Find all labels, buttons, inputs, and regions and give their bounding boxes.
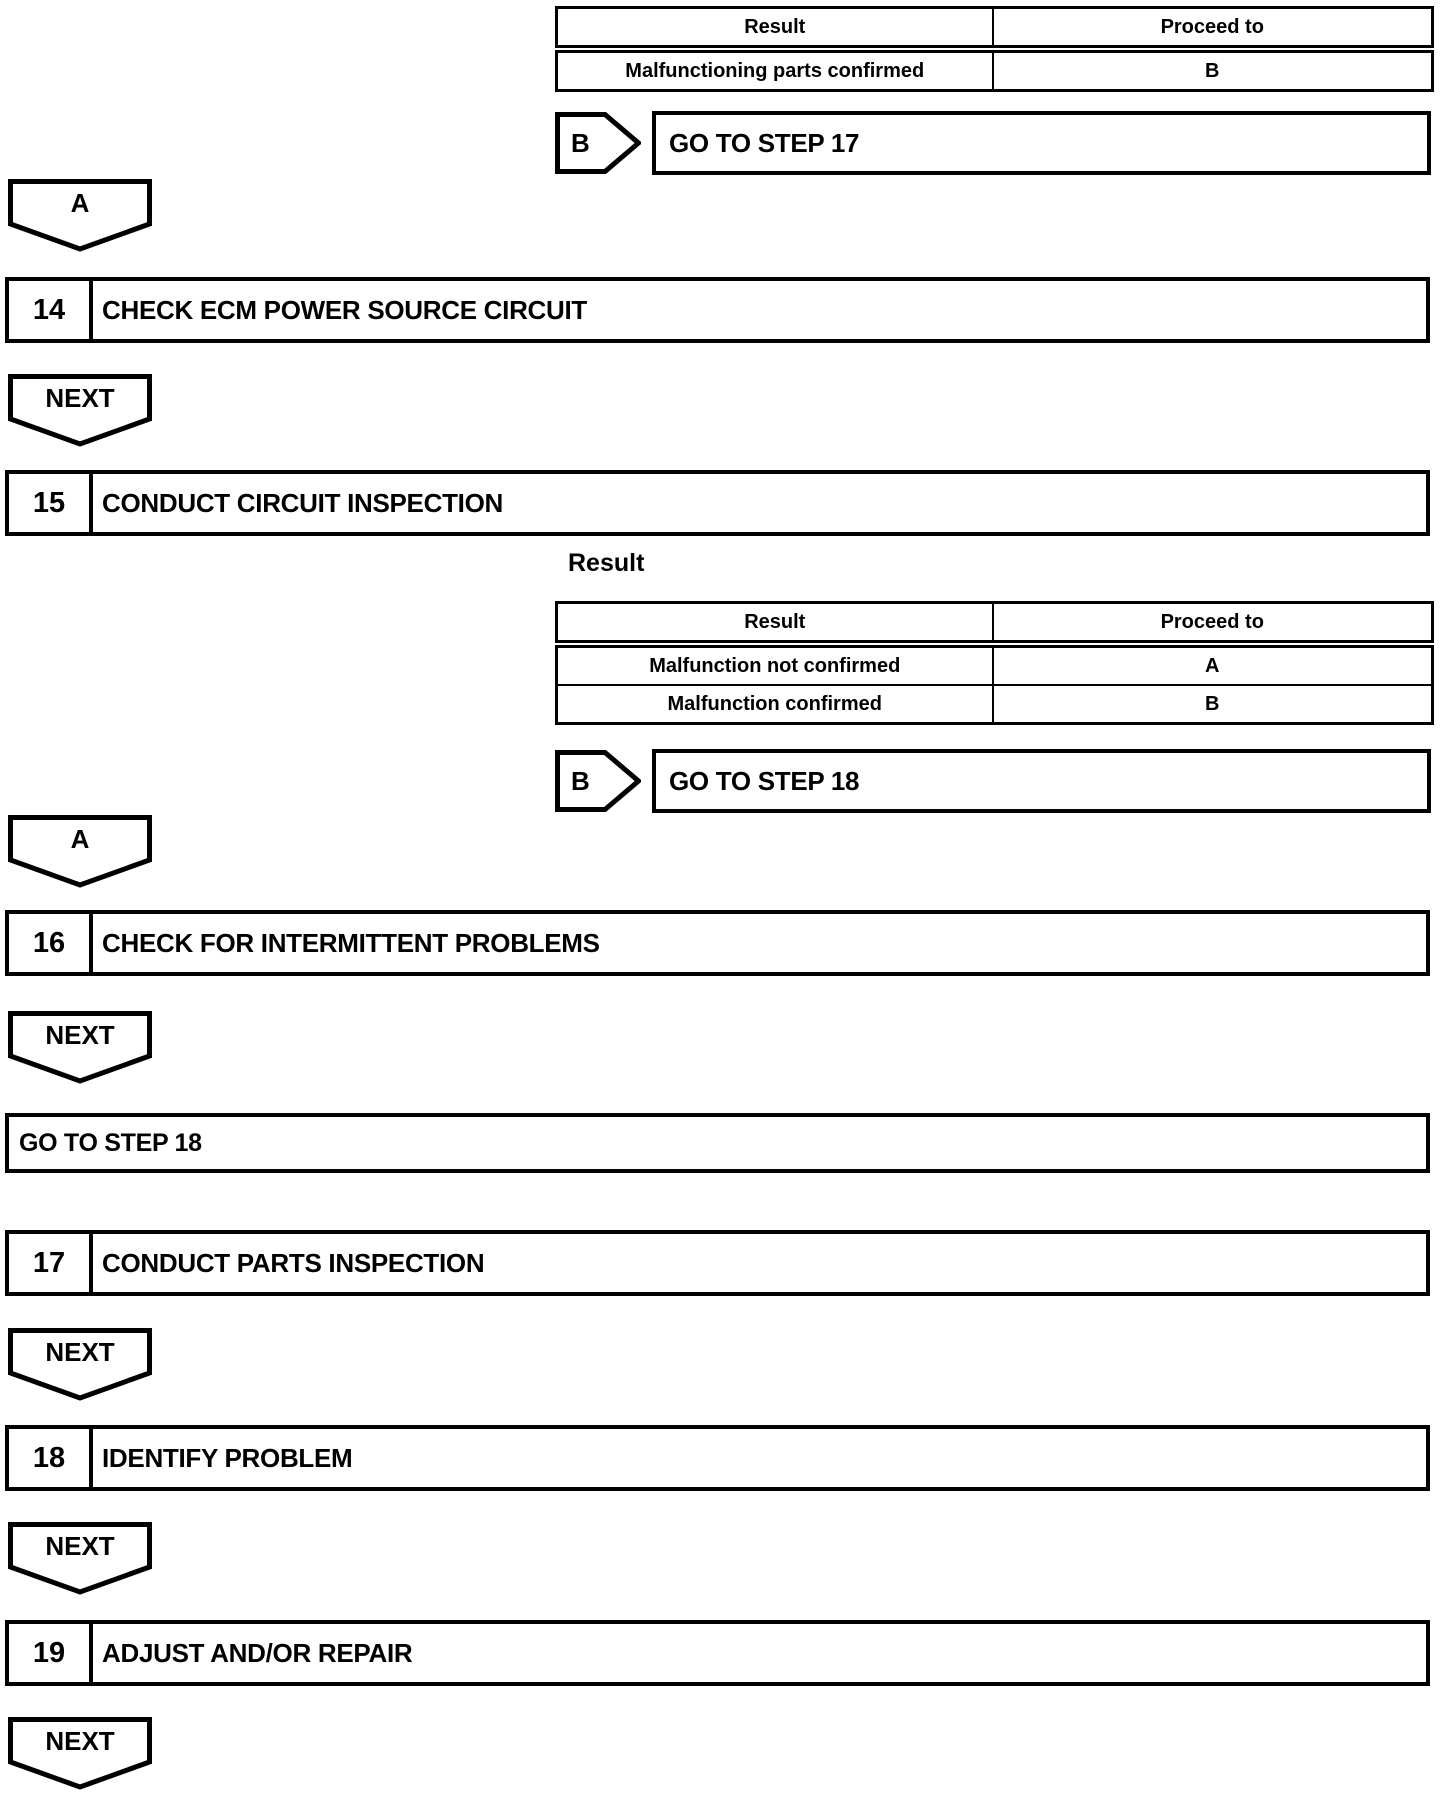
goto-step-18-box: GO TO STEP 18	[5, 1113, 1430, 1173]
connector-b-label: B	[571, 765, 590, 796]
pentagon-down-shape	[8, 374, 152, 447]
result-table-top: Result Proceed to Malfunctioning parts c…	[555, 6, 1434, 92]
result-cell: Malfunctioning parts confirmed	[555, 48, 994, 92]
connector-b-label: B	[571, 127, 590, 158]
step-title: CHECK FOR INTERMITTENT PROBLEMS	[102, 927, 600, 958]
proceed-to-column-header: Proceed to	[991, 601, 1434, 648]
step-title: IDENTIFY PROBLEM	[102, 1442, 353, 1473]
result-cell: Malfunction confirmed	[555, 684, 994, 725]
connector-a-label: A	[70, 187, 90, 218]
step-number: 19	[9, 1624, 93, 1682]
table-row: Malfunctioning parts confirmed B	[555, 48, 1434, 92]
result-table-middle: Result Proceed to Malfunction not confir…	[555, 601, 1434, 725]
next-banner: NEXT	[8, 1717, 152, 1790]
connector-a-banner: A	[8, 815, 152, 888]
pentagon-down-shape	[8, 1328, 152, 1401]
step-number: 17	[9, 1234, 93, 1292]
pentagon-down-shape	[8, 1717, 152, 1790]
pentagon-down-shape	[8, 1011, 152, 1084]
arrow-right-shape	[555, 750, 641, 812]
next-label: NEXT	[45, 1019, 115, 1050]
step-number: 14	[9, 281, 93, 339]
connector-b-arrow: B	[555, 112, 641, 174]
table-row: Malfunction confirmed B	[555, 684, 1434, 725]
goto-step-17-box: GO TO STEP 17	[652, 111, 1431, 175]
next-label: NEXT	[45, 1725, 115, 1756]
pentagon-down-shape	[8, 1522, 152, 1595]
table-row: Malfunction not confirmed A	[555, 643, 1434, 686]
goto-step-18-arrow-box: GO TO STEP 18	[652, 749, 1431, 813]
proceed-to-cell: B	[991, 48, 1434, 92]
proceed-to-column-header: Proceed to	[991, 6, 1434, 53]
step-box-14: 14 CHECK ECM POWER SOURCE CIRCUIT	[5, 277, 1430, 343]
step-number: 15	[9, 474, 93, 532]
table-header-row: Result Proceed to	[555, 6, 1434, 53]
connector-b-arrow: B	[555, 750, 641, 812]
next-label: NEXT	[45, 1336, 115, 1367]
step-title: ADJUST AND/OR REPAIR	[102, 1637, 413, 1668]
table-header-row: Result Proceed to	[555, 601, 1434, 648]
step-number: 16	[9, 914, 93, 972]
result-column-header: Result	[555, 6, 994, 53]
step-number: 18	[9, 1429, 93, 1487]
next-banner: NEXT	[8, 1328, 152, 1401]
step-title: CONDUCT PARTS INSPECTION	[102, 1247, 485, 1278]
next-banner: NEXT	[8, 374, 152, 447]
next-label: NEXT	[45, 1530, 115, 1561]
proceed-to-cell: B	[991, 684, 1434, 725]
next-banner: NEXT	[8, 1011, 152, 1084]
connector-a-banner: A	[8, 179, 152, 252]
step-box-15: 15 CONDUCT CIRCUIT INSPECTION	[5, 470, 1430, 536]
step-box-18: 18 IDENTIFY PROBLEM	[5, 1425, 1430, 1491]
result-cell: Malfunction not confirmed	[555, 643, 994, 686]
connector-a-label: A	[70, 823, 90, 854]
next-label: NEXT	[45, 382, 115, 413]
step-title: CONDUCT CIRCUIT INSPECTION	[102, 487, 503, 518]
step-box-19: 19 ADJUST AND/OR REPAIR	[5, 1620, 1430, 1686]
step-box-16: 16 CHECK FOR INTERMITTENT PROBLEMS	[5, 910, 1430, 976]
result-column-header: Result	[555, 601, 994, 648]
proceed-to-cell: A	[991, 643, 1434, 686]
step-box-17: 17 CONDUCT PARTS INSPECTION	[5, 1230, 1430, 1296]
result-section-label: Result	[568, 549, 645, 577]
arrow-right-shape	[555, 112, 641, 174]
next-banner: NEXT	[8, 1522, 152, 1595]
step-title: CHECK ECM POWER SOURCE CIRCUIT	[102, 294, 588, 325]
pentagon-down-shape	[8, 179, 152, 252]
pentagon-down-shape	[8, 815, 152, 888]
